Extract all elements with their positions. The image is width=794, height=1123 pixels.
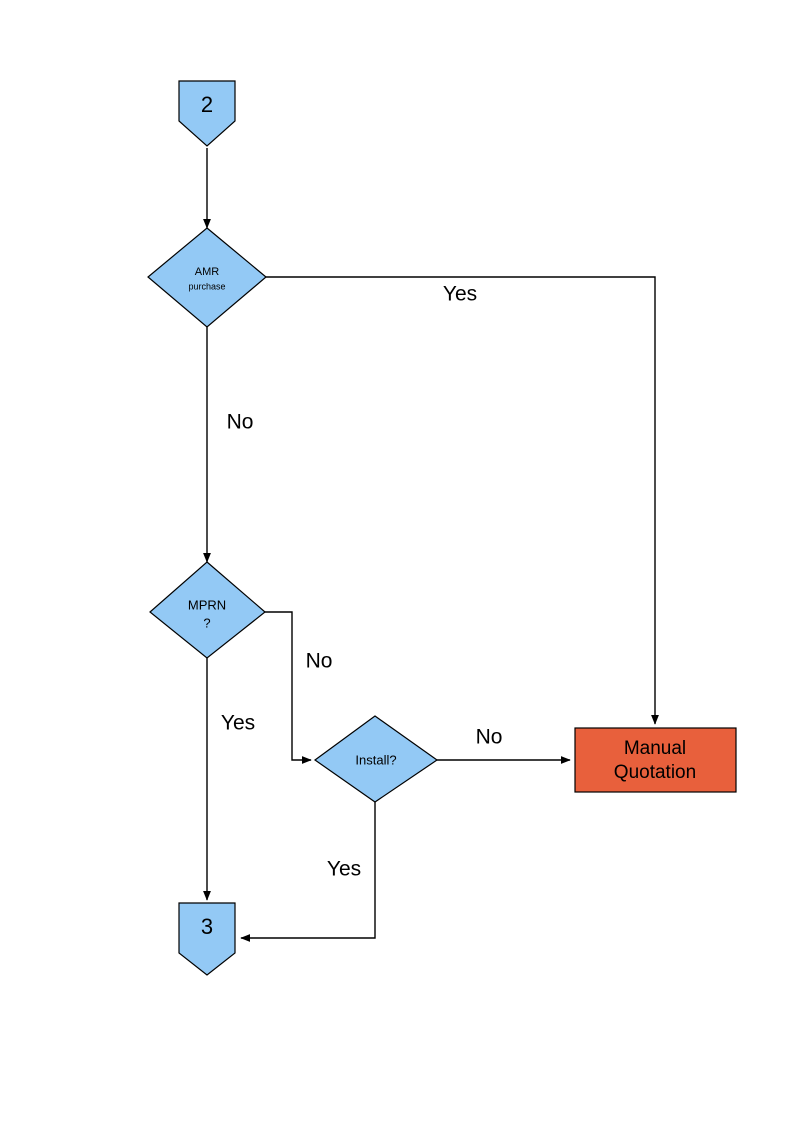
end-connector-shape[interactable] xyxy=(178,902,236,976)
install-decision-shape[interactable] xyxy=(313,715,439,803)
edge-label-mprn-no: No xyxy=(306,650,333,673)
edge-amr-no-to-mprn: No xyxy=(203,327,254,563)
end-connector-label: 3 xyxy=(201,914,213,939)
edge-mprn-yes-to-end: Yes xyxy=(203,658,255,901)
mprn-decision-label-line1: MPRN xyxy=(188,597,226,612)
edge-label-install-yes: Yes xyxy=(327,858,361,881)
edge-label-amr-no: No xyxy=(227,411,254,434)
edge-label-amr-yes: Yes xyxy=(443,283,477,306)
node-manual-quotation[interactable]: Manual Quotation xyxy=(574,727,737,793)
install-decision-label: Install? xyxy=(355,752,396,767)
node-mprn-decision[interactable]: MPRN ? xyxy=(149,561,266,659)
mprn-decision-shape[interactable] xyxy=(149,561,266,659)
manual-quotation-label-line2: Quotation xyxy=(614,762,696,783)
edge-mprn-no-line xyxy=(265,611,312,764)
amr-decision-label-line2: purchase xyxy=(188,281,225,291)
amr-decision-label-line1: AMR xyxy=(195,266,220,278)
edge-amr-yes-line xyxy=(266,276,659,725)
edge-amr-yes-to-manual: Yes xyxy=(266,276,659,725)
manual-quotation-label-line1: Manual xyxy=(624,738,686,759)
edge-label-mprn-yes: Yes xyxy=(221,712,255,735)
node-install-decision[interactable]: Install? xyxy=(313,715,439,803)
edge-mprn-no-to-install: No xyxy=(265,611,333,764)
node-end-connector[interactable]: 3 xyxy=(178,902,236,976)
amr-decision-shape[interactable] xyxy=(147,227,267,328)
edge-install-no-to-manual: No xyxy=(437,726,571,764)
node-start-connector[interactable]: 2 xyxy=(178,80,236,147)
manual-quotation-shape[interactable] xyxy=(574,727,737,793)
edge-label-install-no: No xyxy=(476,726,503,749)
edge-install-yes-line xyxy=(240,802,376,942)
start-connector-label: 2 xyxy=(201,92,213,117)
mprn-decision-label-line2: ? xyxy=(203,615,210,630)
node-amr-decision[interactable]: AMR purchase xyxy=(147,227,267,328)
edge-install-yes-to-end: Yes xyxy=(240,802,376,942)
start-connector-shape[interactable] xyxy=(178,80,236,147)
